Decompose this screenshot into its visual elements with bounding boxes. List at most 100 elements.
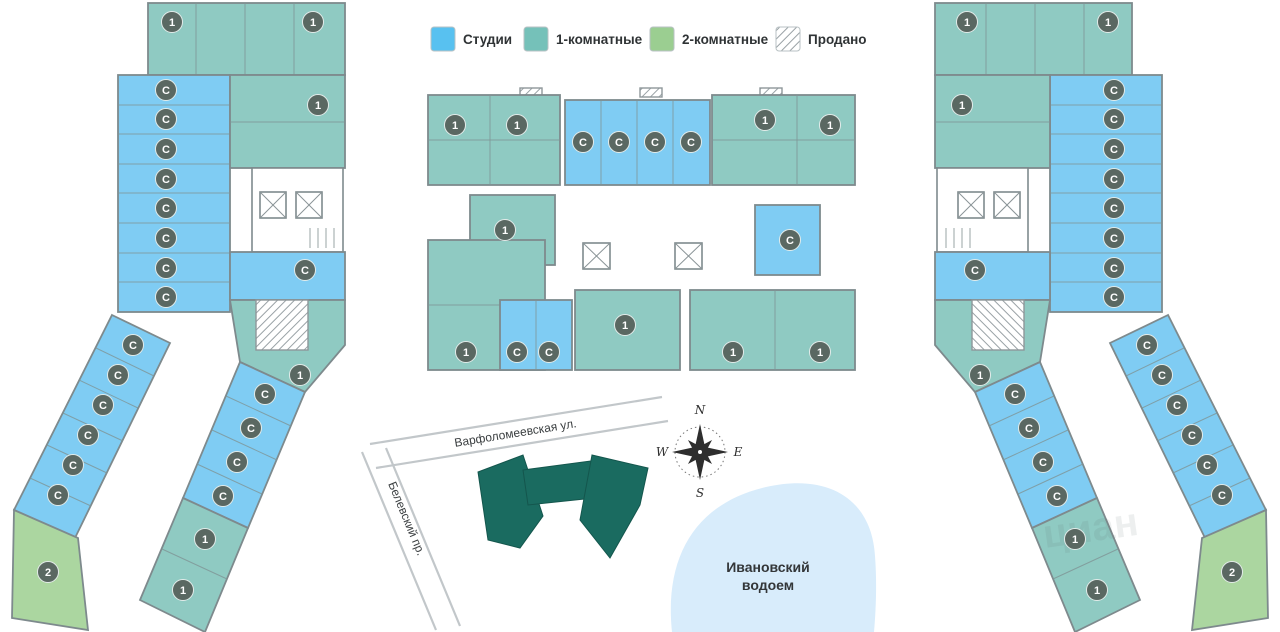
unit-badge-studio[interactable]: С xyxy=(294,259,316,281)
unit-badge-one_room[interactable]: 1 xyxy=(302,11,324,33)
legend-item-sold: Продано xyxy=(775,26,867,52)
svg-text:С: С xyxy=(1203,460,1211,472)
unit-badge-one_room[interactable]: 1 xyxy=(444,114,466,136)
unit-badge-one_room[interactable]: 1 xyxy=(969,364,991,386)
svg-text:С: С xyxy=(301,265,309,277)
unit-badge-one_room[interactable]: 1 xyxy=(289,364,311,386)
unit-badge-one_room[interactable]: 1 xyxy=(307,94,329,116)
svg-text:С: С xyxy=(162,114,170,126)
unit-badge-studio[interactable]: С xyxy=(212,485,234,507)
unit-badge-studio[interactable]: С xyxy=(1103,197,1125,219)
unit-badge-studio[interactable]: С xyxy=(155,168,177,190)
unit-badge-two_room[interactable]: 2 xyxy=(1221,561,1243,583)
unit-badge-studio[interactable]: С xyxy=(155,286,177,308)
unit-badge-studio[interactable]: С xyxy=(226,451,248,473)
unit-badge-studio[interactable]: С xyxy=(1181,424,1203,446)
unit-badge-studio[interactable]: С xyxy=(240,417,262,439)
unit-badge-studio[interactable]: С xyxy=(122,334,144,356)
unit-badge-studio[interactable]: С xyxy=(155,227,177,249)
svg-text:С: С xyxy=(786,235,794,247)
unit-badge-studio[interactable]: С xyxy=(155,197,177,219)
unit-badge-studio[interactable]: С xyxy=(1046,485,1068,507)
unit-badge-one_room[interactable]: 1 xyxy=(614,314,636,336)
svg-text:1: 1 xyxy=(502,225,508,237)
unit-badge-one_room[interactable]: 1 xyxy=(754,109,776,131)
svg-text:1: 1 xyxy=(730,347,736,359)
unit-badge-studio[interactable]: С xyxy=(1103,108,1125,130)
unit-badge-studio[interactable]: С xyxy=(254,383,276,405)
unit-badge-one_room[interactable]: 1 xyxy=(956,11,978,33)
svg-text:1: 1 xyxy=(1105,17,1111,29)
svg-text:С: С xyxy=(1158,370,1166,382)
unit-badge-one_room[interactable]: 1 xyxy=(722,341,744,363)
unit-badge-studio[interactable]: С xyxy=(506,341,528,363)
unit-badge-studio[interactable]: С xyxy=(155,138,177,160)
unit-badge-studio[interactable]: С xyxy=(1004,383,1026,405)
unit-badge-studio[interactable]: С xyxy=(644,131,666,153)
unit-badge-one_room[interactable]: 1 xyxy=(161,11,183,33)
svg-text:С: С xyxy=(545,347,553,359)
one-room-swatch xyxy=(523,26,549,52)
sold-swatch xyxy=(775,26,801,52)
svg-text:С: С xyxy=(1173,400,1181,412)
building-center xyxy=(427,87,856,371)
unit-badge-studio[interactable]: С xyxy=(1166,394,1188,416)
unit-badge-studio[interactable]: С xyxy=(155,108,177,130)
svg-text:С: С xyxy=(651,137,659,149)
unit-badge-studio[interactable]: С xyxy=(680,131,702,153)
unit-badge-studio[interactable]: С xyxy=(107,364,129,386)
street-edge xyxy=(360,451,438,631)
unit-badge-studio[interactable]: С xyxy=(1211,484,1233,506)
legend-label: Продано xyxy=(808,32,867,47)
unit-badge-one_room[interactable]: 1 xyxy=(1097,11,1119,33)
unit-badge-studio[interactable]: С xyxy=(155,257,177,279)
unit-badge-studio[interactable]: С xyxy=(1103,79,1125,101)
svg-text:С: С xyxy=(1011,389,1019,401)
unit-badge-studio[interactable]: С xyxy=(1103,286,1125,308)
unit-badge-studio[interactable]: С xyxy=(1136,334,1158,356)
unit-badge-studio[interactable]: С xyxy=(1151,364,1173,386)
unit-badge-studio[interactable]: С xyxy=(1103,227,1125,249)
unit-badge-studio[interactable]: С xyxy=(1103,257,1125,279)
sold-balcony xyxy=(639,87,663,98)
unit-badge-studio[interactable]: С xyxy=(1032,451,1054,473)
unit-badge-studio[interactable]: С xyxy=(62,454,84,476)
svg-text:С: С xyxy=(1110,203,1118,215)
unit-badge-studio[interactable]: С xyxy=(1196,454,1218,476)
unit-badge-two_room[interactable]: 2 xyxy=(37,561,59,583)
unit-badge-one_room[interactable]: 1 xyxy=(494,219,516,241)
unit-badge-studio[interactable]: С xyxy=(1103,138,1125,160)
svg-text:С: С xyxy=(247,423,255,435)
svg-text:С: С xyxy=(971,265,979,277)
unit-badge-studio[interactable]: С xyxy=(779,229,801,251)
svg-text:С: С xyxy=(1110,85,1118,97)
unit-badge-studio[interactable]: С xyxy=(964,259,986,281)
svg-text:С: С xyxy=(687,137,695,149)
unit-badge-studio[interactable]: С xyxy=(608,131,630,153)
unit-badge-studio[interactable]: С xyxy=(155,79,177,101)
unit-badge-one_room[interactable]: 1 xyxy=(455,341,477,363)
unit-badge-studio[interactable]: С xyxy=(47,484,69,506)
legend: Студии 1-комнатные 2-комнатные Продано xyxy=(430,26,867,52)
unit-badge-one_room[interactable]: 1 xyxy=(819,114,841,136)
unit-badge-studio[interactable]: С xyxy=(92,394,114,416)
unit-badge-one_room[interactable]: 1 xyxy=(1086,579,1108,601)
unit-badge-studio[interactable]: С xyxy=(77,424,99,446)
unit-badge-studio[interactable]: С xyxy=(538,341,560,363)
building-footprint xyxy=(477,454,649,559)
unit-badge-one_room[interactable]: 1 xyxy=(1064,528,1086,550)
unit-badge-studio[interactable]: С xyxy=(1103,168,1125,190)
unit-badge-studio[interactable]: С xyxy=(1018,417,1040,439)
svg-text:С: С xyxy=(1188,430,1196,442)
unit-badge-one_room[interactable]: 1 xyxy=(506,114,528,136)
unit-badge-one_room[interactable]: 1 xyxy=(809,341,831,363)
svg-text:1: 1 xyxy=(817,347,823,359)
unit-badge-one_room[interactable]: 1 xyxy=(951,94,973,116)
unit-badge-one_room[interactable]: 1 xyxy=(172,579,194,601)
svg-text:1: 1 xyxy=(959,100,965,112)
svg-text:С: С xyxy=(162,174,170,186)
svg-text:С: С xyxy=(579,137,587,149)
unit-badge-one_room[interactable]: 1 xyxy=(194,528,216,550)
svg-text:С: С xyxy=(1110,263,1118,275)
unit-badge-studio[interactable]: С xyxy=(572,131,594,153)
